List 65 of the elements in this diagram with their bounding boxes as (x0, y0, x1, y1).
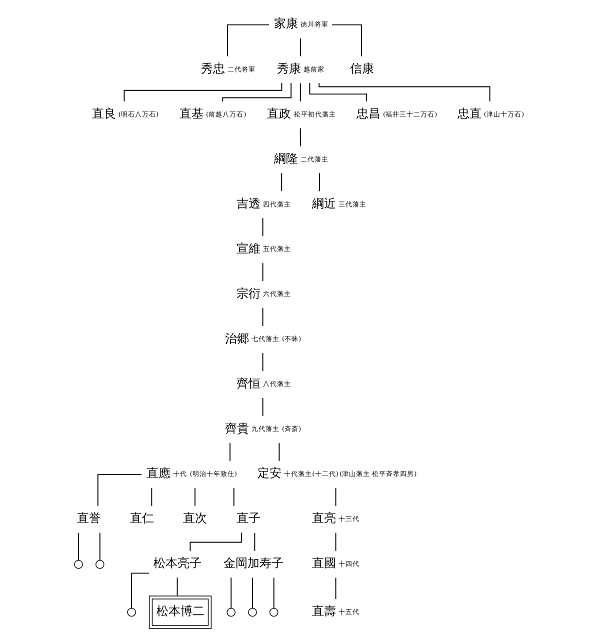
node-text: 直良 (91, 106, 116, 121)
node-text: 直政 (266, 106, 291, 121)
node-text: 秀康 (276, 62, 300, 76)
node-text: 直子 (236, 511, 260, 526)
node-text: 直應 (146, 466, 170, 480)
connector (280, 172, 282, 192)
connector (272, 577, 274, 608)
node-circle (94, 560, 104, 569)
connector (299, 82, 300, 102)
node-text: 直誉 (76, 511, 101, 526)
connector (262, 352, 263, 372)
node-text: 綱近 (312, 196, 336, 210)
connector (222, 82, 292, 102)
connector (334, 487, 336, 506)
node-text: 吉透 (236, 196, 260, 210)
node-circle (74, 560, 82, 569)
node-text: 家康 (273, 16, 298, 31)
connector (299, 128, 300, 147)
node-text: 直基 (179, 106, 204, 121)
connector (318, 172, 320, 192)
connector (254, 532, 255, 552)
node-circle (268, 608, 278, 617)
node-circle (126, 608, 136, 617)
connector (262, 218, 263, 237)
node-text: 定安 (257, 466, 282, 480)
connector (98, 532, 100, 561)
connector (308, 82, 367, 102)
node-text: 齊恒 (236, 376, 260, 390)
node-text: 綱隆 (273, 151, 298, 166)
node-text: 金岡加寿子 (223, 556, 284, 570)
connector (229, 442, 230, 462)
connector (130, 572, 150, 609)
connector (176, 577, 178, 596)
connector (262, 262, 263, 282)
node-text: 齊貴 (224, 421, 249, 436)
node-text: 直壽 (312, 604, 336, 618)
node-text: 直次 (182, 511, 207, 526)
connector (318, 82, 490, 102)
node-text: 治郷 (224, 331, 249, 346)
node-box: 松本博二 (148, 596, 212, 629)
node-text: 松本亮子 (153, 556, 202, 570)
node-text: 秀忠 (200, 62, 224, 76)
connector (150, 487, 152, 506)
node-text: 直國 (312, 556, 336, 570)
connector (334, 577, 336, 600)
connector (232, 487, 234, 506)
connector (331, 24, 362, 57)
connector (194, 487, 195, 506)
node-circle (248, 608, 256, 617)
connector (226, 24, 269, 57)
node-text: 信康 (349, 62, 374, 76)
connector (278, 442, 280, 462)
connector (262, 398, 263, 416)
node-text: 宣維 (236, 241, 260, 256)
node-text: 宗衍 (236, 286, 260, 300)
connector (230, 577, 232, 608)
connector (334, 532, 336, 552)
node-text: 忠直 (456, 106, 481, 121)
node-text: 直亮 (312, 511, 336, 526)
node-text: 直仁 (130, 511, 154, 526)
node-text: 忠昌 (356, 106, 380, 121)
node-circle (226, 608, 236, 617)
connector (299, 38, 300, 57)
connector (262, 308, 263, 327)
connector (96, 474, 142, 506)
